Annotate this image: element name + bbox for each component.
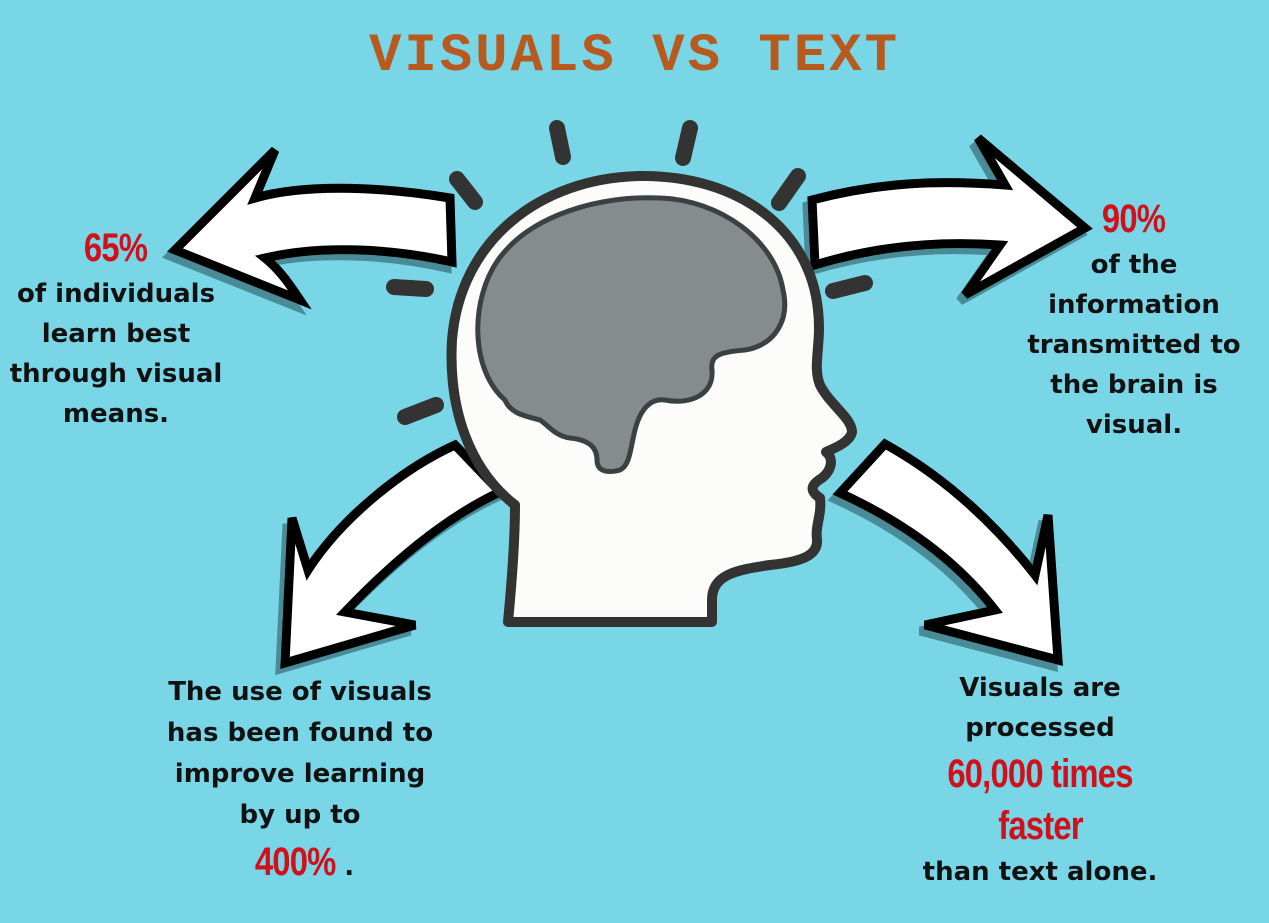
fact-stat-line: faster bbox=[895, 800, 1185, 852]
fact-line: learn best bbox=[41, 319, 191, 349]
fact-line: has been found to bbox=[166, 718, 434, 748]
fact-bottom-left: The use of visuals has been found to imp… bbox=[140, 672, 460, 888]
fact-line: of individuals bbox=[16, 279, 216, 309]
fact-line: visual. bbox=[1085, 410, 1183, 440]
stat-65-percent: 65% bbox=[84, 226, 148, 270]
fact-stat-line: 60,000 times bbox=[895, 748, 1185, 800]
fact-line: than text alone. bbox=[922, 857, 1158, 887]
fact-stat-line: 400%. bbox=[140, 836, 460, 888]
fact-line: through visual bbox=[9, 359, 223, 389]
arrow-down-right-icon bbox=[832, 438, 1063, 666]
stat-60000-times: 60,000 times bbox=[947, 752, 1133, 796]
arrow-up-right-icon bbox=[807, 134, 1093, 299]
stat-suffix: . bbox=[344, 852, 355, 882]
stat-400-percent: 400% bbox=[254, 840, 336, 884]
stat-90-percent: 90% bbox=[1102, 197, 1166, 241]
fact-line: transmitted to bbox=[1027, 330, 1241, 360]
fact-line: processed bbox=[965, 713, 1115, 743]
fact-line: information bbox=[1048, 290, 1220, 320]
arrow-down-left-icon bbox=[280, 439, 508, 670]
fact-line: means. bbox=[62, 399, 170, 429]
fact-line: Visuals are bbox=[959, 673, 1121, 703]
fact-bottom-right: Visuals are processed 60,000 times faste… bbox=[895, 668, 1185, 892]
fact-top-left: 65% of individuals learn best through vi… bbox=[0, 222, 232, 434]
stat-faster: faster bbox=[997, 804, 1083, 848]
arrow-up-left-icon bbox=[166, 146, 457, 310]
fact-line: the brain is bbox=[1050, 370, 1218, 400]
light-rays-icon bbox=[386, 120, 873, 425]
fact-line: improve learning bbox=[174, 759, 426, 789]
fact-top-right: 90% of the information transmitted to th… bbox=[1010, 193, 1258, 445]
fact-line: The use of visuals bbox=[168, 677, 432, 707]
head-with-brain-icon bbox=[446, 170, 857, 627]
page-title: VISUALS VS TEXT bbox=[368, 26, 901, 87]
fact-line: of the bbox=[1090, 250, 1178, 280]
fact-line: by up to bbox=[239, 800, 361, 830]
